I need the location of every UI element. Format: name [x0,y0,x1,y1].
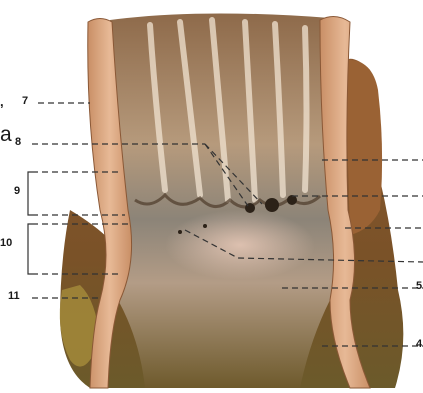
label-10: 10 [0,238,12,249]
label-4: 4 [416,339,422,350]
label-11: 11 [8,291,20,302]
label-9: 9 [14,186,20,197]
label-7: 7 [22,96,28,107]
label-brackets [28,172,32,274]
cut-comma: , [0,95,4,108]
label-8: 8 [15,137,21,148]
outer-tissue-right [345,60,382,235]
label-5: 5 [416,281,422,292]
cut-letter-a: a [0,124,12,145]
pecten-glow [165,210,315,280]
